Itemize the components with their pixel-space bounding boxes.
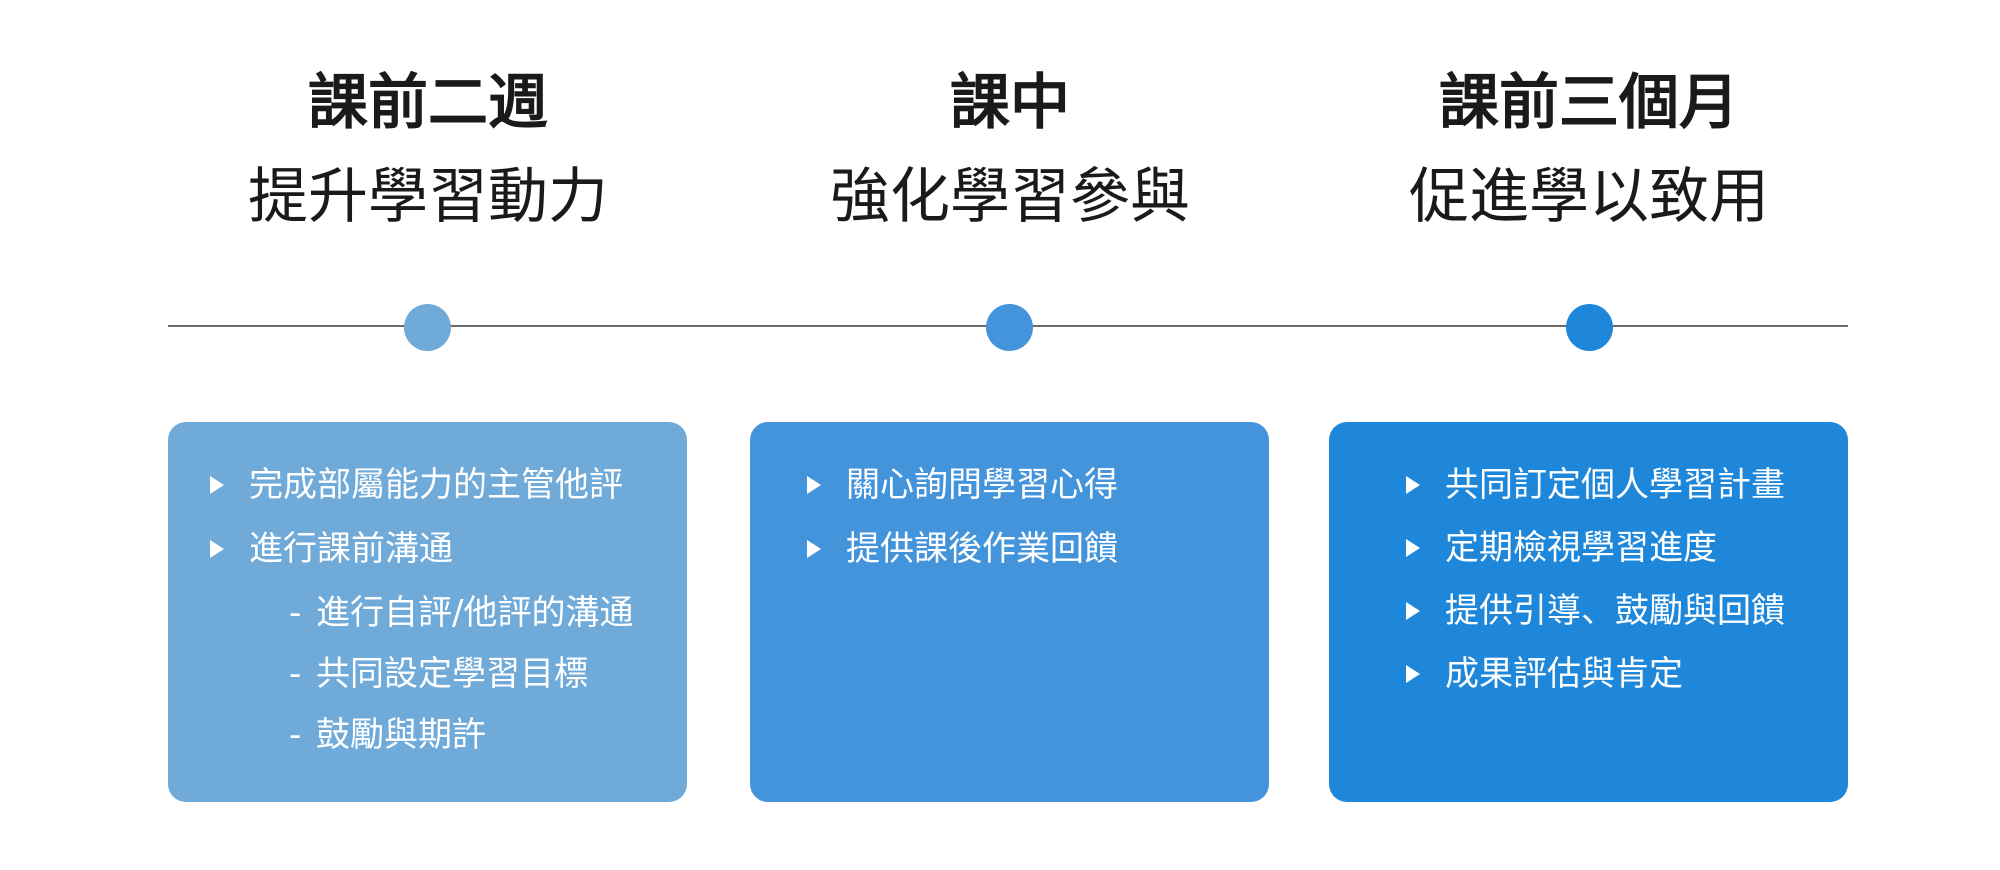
triangle-bullet-icon <box>210 476 224 494</box>
triangle-bullet-icon <box>1406 665 1420 683</box>
list-item: 成果評估與肯定 <box>1406 654 1848 694</box>
list-item: 提供課後作業回饋 <box>807 529 1269 569</box>
timeline-dot-1 <box>404 304 451 351</box>
stage-1-subtitle: 提升學習動力 <box>248 162 608 232</box>
list-item-text: 提供引導、鼓勵與回饋 <box>1445 591 1785 631</box>
stage-1-card: 完成部屬能力的主管他評 進行課前溝通 - 進行自評/他評的溝通 - 共同設定學習… <box>168 422 687 802</box>
sub-list-item: - 共同設定學習目標 <box>210 654 687 694</box>
timeline-dot-2 <box>986 304 1033 351</box>
triangle-bullet-icon <box>1406 476 1420 494</box>
list-item-text: 提供課後作業回饋 <box>846 529 1118 569</box>
stage-2-title: 課中 <box>950 68 1070 138</box>
list-item: 進行課前溝通 <box>210 529 687 569</box>
list-item: 關心詢問學習心得 <box>807 465 1269 505</box>
list-item-text: 完成部屬能力的主管他評 <box>249 465 623 505</box>
dash-marker: - <box>289 654 302 694</box>
list-item-text: 成果評估與肯定 <box>1445 654 1683 694</box>
triangle-bullet-icon <box>1406 539 1420 557</box>
stage-3-title: 課前三個月 <box>1439 68 1739 138</box>
stage-2-heading: 課中 強化學習參與 <box>750 73 1270 227</box>
stage-2-card: 關心詢問學習心得 提供課後作業回饋 <box>750 422 1269 802</box>
stage-1-heading: 課前二週 提升學習動力 <box>168 73 688 227</box>
stage-1-title: 課前二週 <box>308 68 548 138</box>
list-item-text: 定期檢視學習進度 <box>1445 528 1717 568</box>
sub-list-item-text: 進行自評/他評的溝通 <box>316 593 634 633</box>
list-item: 定期檢視學習進度 <box>1406 528 1848 568</box>
sub-list-item: - 進行自評/他評的溝通 <box>210 593 687 633</box>
sub-list-item: - 鼓勵與期許 <box>210 715 687 755</box>
triangle-bullet-icon <box>807 476 821 494</box>
stage-3-card: 共同訂定個人學習計畫 定期檢視學習進度 提供引導、鼓勵與回饋 成果評估與肯定 <box>1329 422 1848 802</box>
list-item: 提供引導、鼓勵與回饋 <box>1406 591 1848 631</box>
list-item-text: 共同訂定個人學習計畫 <box>1445 465 1785 505</box>
timeline-dot-3 <box>1566 304 1613 351</box>
list-item: 共同訂定個人學習計畫 <box>1406 465 1848 505</box>
stage-2-subtitle: 強化學習參與 <box>830 162 1190 232</box>
triangle-bullet-icon <box>1406 602 1420 620</box>
sub-list-item-text: 共同設定學習目標 <box>316 654 588 694</box>
sub-list-item-text: 鼓勵與期許 <box>316 715 486 755</box>
dash-marker: - <box>289 715 302 755</box>
triangle-bullet-icon <box>807 540 821 558</box>
dash-marker: - <box>289 593 302 633</box>
list-item: 完成部屬能力的主管他評 <box>210 465 687 505</box>
list-item-text: 進行課前溝通 <box>249 529 453 569</box>
triangle-bullet-icon <box>210 540 224 558</box>
stage-3-subtitle: 促進學以致用 <box>1409 162 1769 232</box>
stage-3-heading: 課前三個月 促進學以致用 <box>1329 73 1849 227</box>
list-item-text: 關心詢問學習心得 <box>846 465 1118 505</box>
